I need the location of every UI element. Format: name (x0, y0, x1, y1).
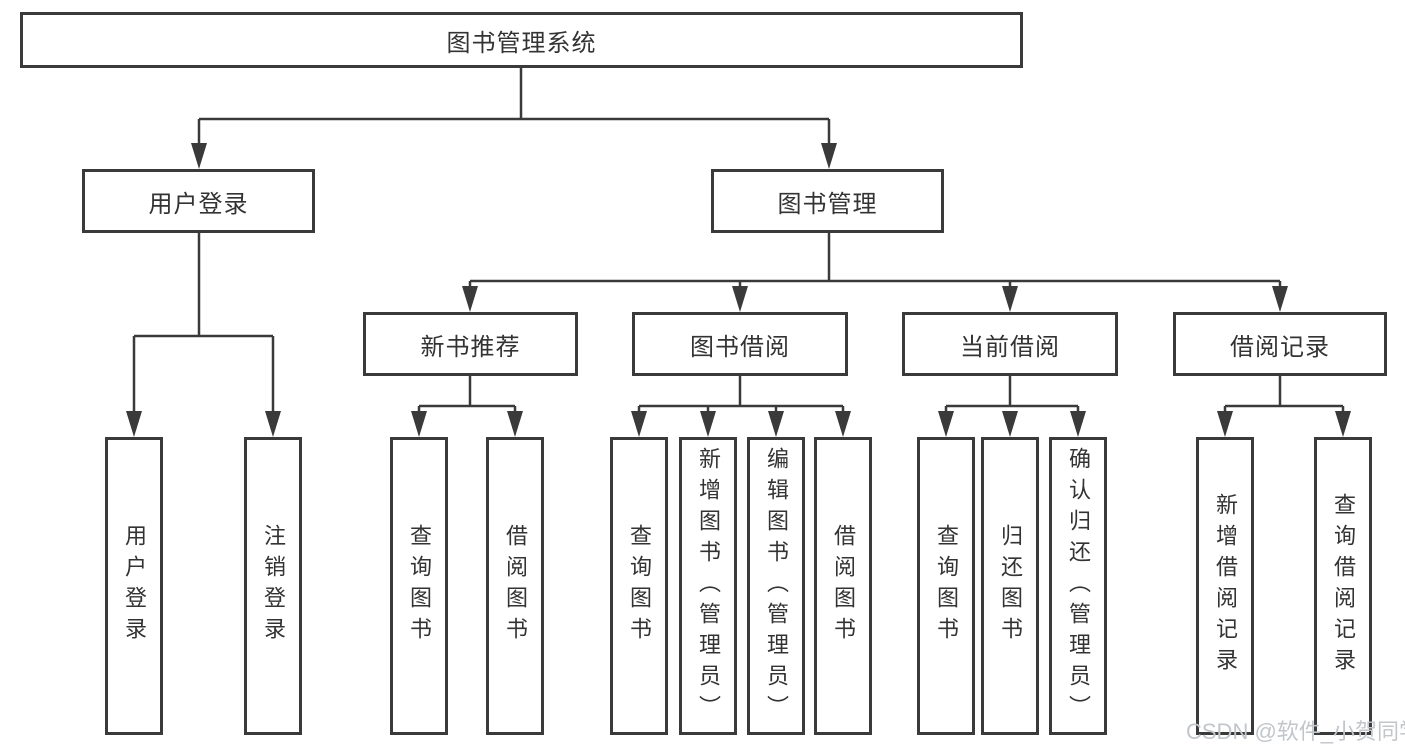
node-user-login: 用户登录 (82, 169, 315, 233)
leaf-borrow-book-recommend: 借阅图书 (486, 437, 544, 735)
leaf-edit-book-admin-label: 编辑图书（管理员） (764, 446, 789, 726)
leaf-add-borrow-record: 新增借阅记录 (1196, 437, 1254, 735)
leaf-borrow-book-label: 借阅图书 (831, 524, 856, 648)
leaf-user-login: 用户登录 (105, 437, 163, 735)
node-new-book-recommend-label: 新书推荐 (420, 333, 521, 361)
leaf-logout-login: 注销登录 (244, 437, 302, 735)
leaf-query-book-borrow: 查询图书 (610, 437, 668, 735)
node-book-borrow: 图书借阅 (632, 312, 848, 376)
node-borrow-record-label: 借阅记录 (1230, 333, 1330, 361)
node-book-management: 图书管理 (711, 169, 944, 233)
leaf-query-borrow-record: 查询借阅记录 (1314, 437, 1372, 735)
leaf-add-borrow-record-label: 新增借阅记录 (1213, 493, 1238, 679)
node-book-borrow-label: 图书借阅 (690, 333, 790, 361)
csdn-watermark: CSDN @软件_小贺同学 (1186, 719, 1405, 744)
leaf-return-book-label: 归还图书 (998, 524, 1023, 648)
leaf-user-login-label: 用户登录 (122, 524, 147, 648)
leaf-edit-book-admin: 编辑图书（管理员） (747, 437, 805, 735)
node-user-login-label: 用户登录 (148, 190, 249, 218)
leaf-borrow-book-recommend-label: 借阅图书 (503, 524, 528, 648)
leaf-query-book-current: 查询图书 (917, 437, 975, 735)
node-root-label: 图书管理系统 (446, 29, 597, 57)
leaf-query-book-recommend-label: 查询图书 (407, 524, 432, 648)
leaf-return-book: 归还图书 (981, 437, 1039, 735)
node-root-system: 图书管理系统 (20, 12, 1023, 68)
leaf-confirm-return-admin-label: 确认归还（管理员） (1066, 446, 1091, 726)
node-current-borrow: 当前借阅 (902, 312, 1118, 376)
leaf-query-book-current-label: 查询图书 (934, 524, 959, 648)
leaf-logout-login-label: 注销登录 (261, 524, 286, 648)
leaf-query-book-recommend: 查询图书 (390, 437, 448, 735)
leaf-add-book-admin: 新增图书（管理员） (679, 437, 737, 735)
leaf-borrow-book: 借阅图书 (814, 437, 872, 735)
node-current-borrow-label: 当前借阅 (960, 333, 1060, 361)
leaf-confirm-return-admin: 确认归还（管理员） (1049, 437, 1107, 735)
leaf-query-borrow-record-label: 查询借阅记录 (1331, 493, 1356, 679)
node-book-management-label: 图书管理 (777, 190, 878, 218)
leaf-add-book-admin-label: 新增图书（管理员） (696, 446, 721, 726)
node-borrow-record: 借阅记录 (1173, 312, 1387, 376)
node-new-book-recommend: 新书推荐 (363, 312, 578, 376)
leaf-query-book-borrow-label: 查询图书 (627, 524, 652, 648)
arrowheads (126, 143, 1351, 437)
